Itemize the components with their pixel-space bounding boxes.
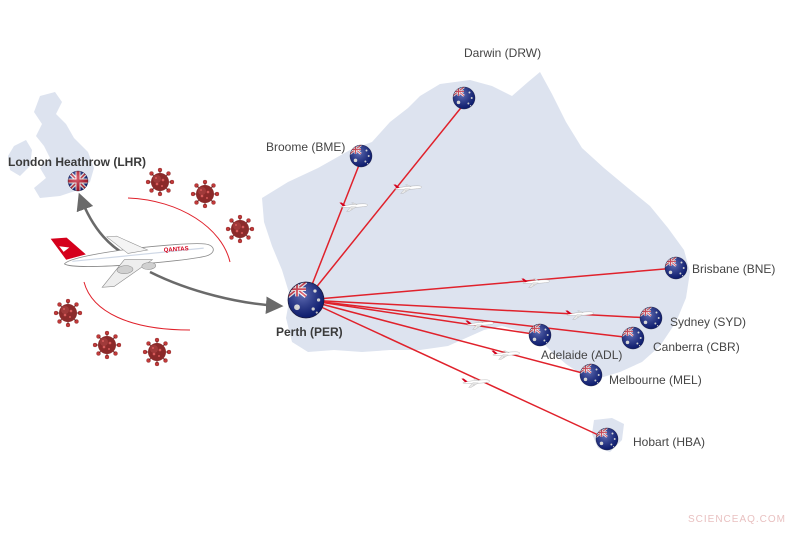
label-hba: Hobart (HBA) <box>633 435 705 449</box>
australian-flag-icon <box>640 307 662 329</box>
route-per-bne <box>305 267 677 301</box>
route-per-syd <box>305 299 652 319</box>
australian-flag-icon <box>453 87 475 109</box>
australian-flag-icon <box>350 145 372 167</box>
route-per-adl <box>305 299 541 336</box>
airline-logo-text: QANTAS <box>164 246 189 254</box>
label-per: Perth (PER) <box>276 325 343 339</box>
route-per-drw <box>305 103 465 301</box>
route-per-cbr <box>305 299 634 339</box>
coronavirus-icon <box>92 330 122 360</box>
australian-flag-icon <box>596 428 618 450</box>
route-per-mel <box>305 299 591 376</box>
uk-flag-icon <box>68 171 88 191</box>
australian-flag-icon <box>580 364 602 386</box>
label-bme: Broome (BME) <box>266 140 345 154</box>
australian-flag-icon <box>529 324 551 346</box>
label-lhr: London Heathrow (LHR) <box>8 155 146 169</box>
australian-flag-icon <box>665 257 687 279</box>
coronavirus-icon <box>145 167 175 197</box>
qantas-plane: QANTAS <box>50 235 214 288</box>
label-bne: Brisbane (BNE) <box>692 262 775 276</box>
routes <box>305 103 677 440</box>
australia-landmass <box>262 72 690 452</box>
australian-flag-icon <box>288 282 324 318</box>
route-per-bme <box>305 159 362 301</box>
label-drw: Darwin (DRW) <box>464 46 541 60</box>
virus-barrier-arcs <box>83 197 231 331</box>
coronavirus-icon <box>190 179 220 209</box>
label-mel: Melbourne (MEL) <box>609 373 702 387</box>
label-syd: Sydney (SYD) <box>670 315 746 329</box>
route-per-hba <box>305 299 608 440</box>
watermark: SCIENCEAQ.COM <box>687 514 786 525</box>
arrow-to-perth <box>149 270 284 315</box>
label-cbr: Canberra (CBR) <box>653 340 740 354</box>
label-adl: Adelaide (ADL) <box>541 348 622 362</box>
coronavirus-icon <box>53 298 83 328</box>
australian-flag-icon <box>622 327 644 349</box>
coronavirus-icon <box>225 214 255 244</box>
coronavirus-icon <box>142 337 172 367</box>
city-labels: London Heathrow (LHR) Perth (PER) Darwin… <box>8 46 775 449</box>
